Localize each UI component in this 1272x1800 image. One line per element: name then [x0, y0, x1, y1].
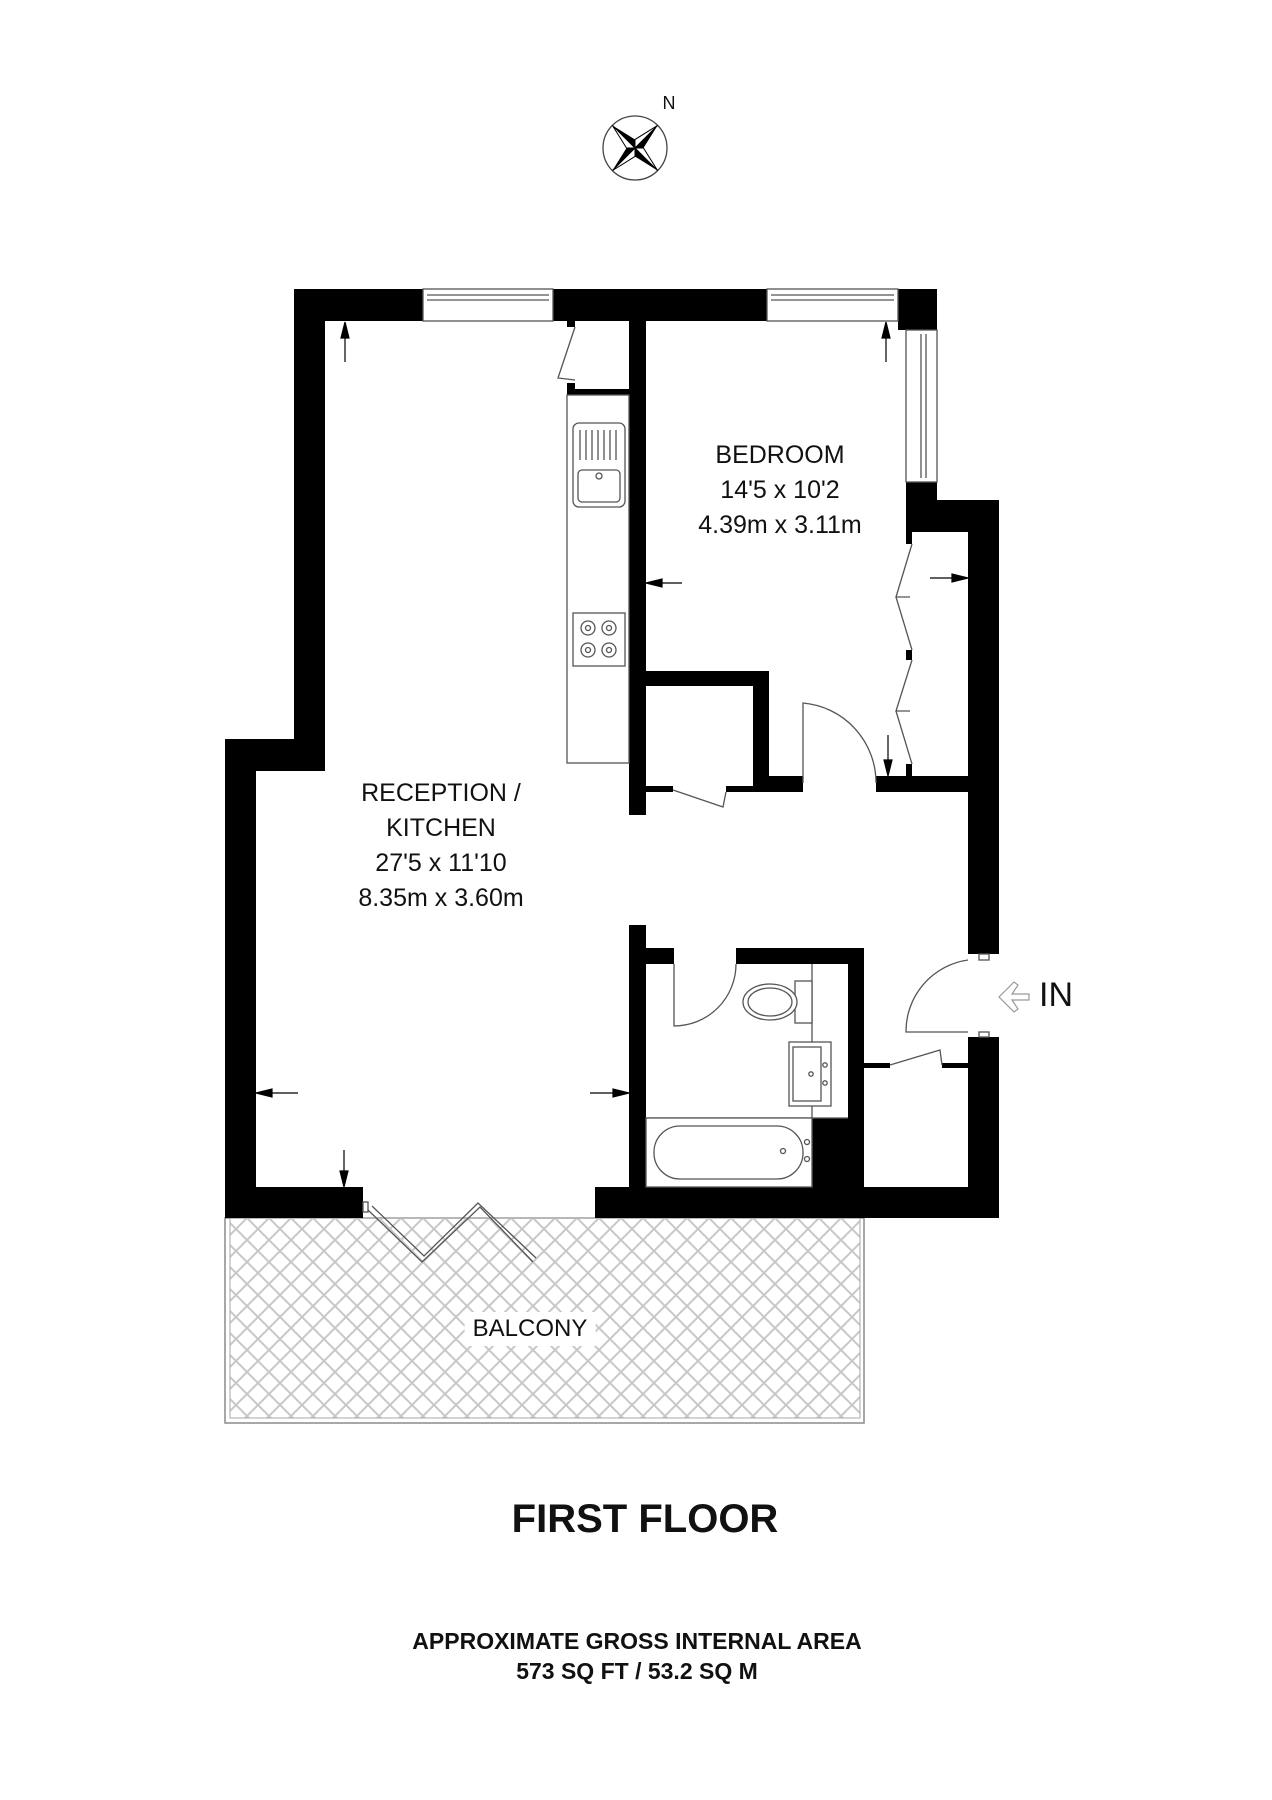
- room-dimensions-metric: 4.39m x 3.11m: [698, 511, 862, 539]
- compass-icon: [602, 115, 668, 181]
- toilet-icon: [742, 980, 813, 1024]
- floor-title: FIRST FLOOR: [511, 1497, 779, 1541]
- kitchen-counter: [566, 394, 630, 764]
- area-value: 573 SQ FT / 53.2 SQ M: [516, 1658, 758, 1684]
- room-name: BEDROOM: [715, 441, 845, 469]
- room-label-bedroom: BEDROOM 14'5 x 10'2 4.39m x 3.11m: [698, 438, 862, 543]
- room-name: RECEPTION /: [361, 779, 521, 807]
- walls: [225, 289, 999, 1218]
- hob-icon: [572, 612, 626, 667]
- area-heading: APPROXIMATE GROSS INTERNAL AREA: [412, 1628, 862, 1654]
- sink-icon: [572, 422, 626, 508]
- room-dimensions-metric: 8.35m x 3.60m: [358, 884, 524, 912]
- room-name-line2: KITCHEN: [386, 814, 496, 842]
- area-summary: APPROXIMATE GROSS INTERNAL AREA 573 SQ F…: [412, 1626, 861, 1686]
- north-label: N: [662, 93, 676, 113]
- basin-icon: [788, 1041, 832, 1107]
- room-dimensions-imperial: 14'5 x 10'2: [720, 476, 840, 504]
- measurement-arrows: [255, 321, 969, 1188]
- room-label-balcony: BALCONY: [464, 1312, 596, 1346]
- windows: [422, 288, 938, 483]
- room-dimensions-imperial: 27'5 x 11'10: [375, 849, 507, 877]
- room-label-reception-kitchen: RECEPTION / KITCHEN 27'5 x 11'10 8.35m x…: [358, 776, 523, 916]
- doors: [362, 326, 990, 1263]
- entrance-arrow-icon: [998, 981, 1030, 1013]
- entrance-label: IN: [1039, 976, 1073, 1014]
- bath-icon: [645, 1117, 813, 1188]
- bathroom-fixtures: [645, 964, 848, 1188]
